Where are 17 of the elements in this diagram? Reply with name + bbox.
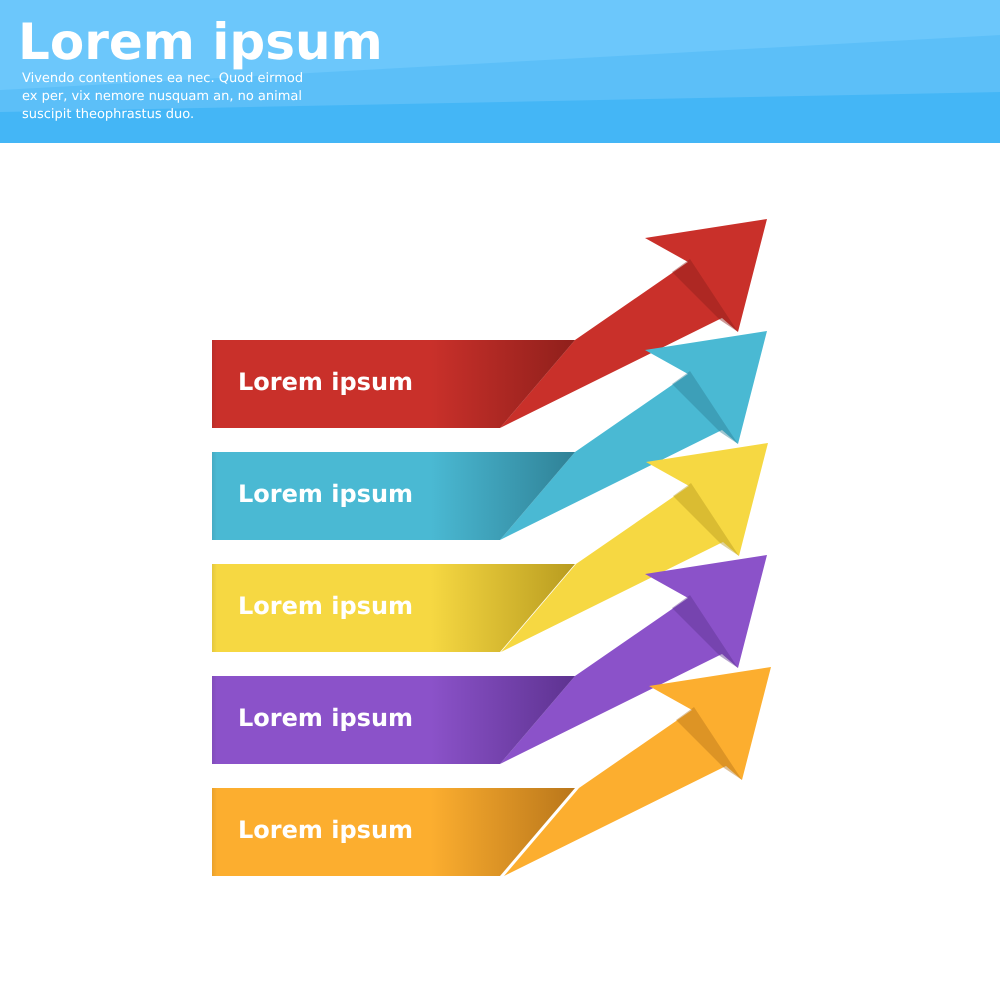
arrow [500,331,767,540]
band-label: Lorem ipsum [238,704,414,732]
ribbon-band [212,340,575,428]
arrow [500,555,767,764]
band-label: Lorem ipsum [238,480,414,508]
ribbon-band [212,788,575,876]
band-label: Lorem ipsum [238,592,414,620]
title: Lorem ipsum [18,12,383,72]
ribbon-band [212,564,575,652]
ribbon-band [212,676,575,764]
band-label: Lorem ipsum [238,368,414,396]
arrow [500,219,767,428]
arrow [501,443,768,652]
band-label: Lorem ipsum [238,816,414,844]
description-text: Vivendo contentiones ea nec. Quod eirmod ex per, vix nemore nusquam an, no animal suscipit theophrastus duo. [22,70,304,124]
arrow [504,667,771,876]
ribbon-band [212,452,575,540]
